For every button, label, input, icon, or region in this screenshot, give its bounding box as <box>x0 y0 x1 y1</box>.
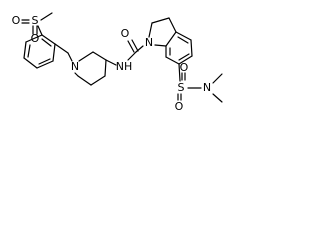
atom-s1-o-down: O <box>31 32 40 45</box>
bond-benzene-2 <box>23 41 27 59</box>
bond-pip-4 <box>90 75 106 86</box>
bond-ring-ch2 <box>54 43 69 54</box>
bond-ind-n-c7a <box>154 44 167 47</box>
atom-n-indoline: N <box>145 36 153 49</box>
bond-benzene-3 <box>23 57 38 69</box>
bond-pip-nh <box>105 59 117 66</box>
atom-carbonyl-o: O <box>121 27 130 40</box>
atom-s1-o-left: O <box>12 14 21 27</box>
atom-s2-o-up: O <box>180 61 189 74</box>
bond-nh-c <box>127 51 137 61</box>
bond-benzene-inner-2 <box>38 58 51 65</box>
bond-pip-2 <box>92 51 107 61</box>
bond-pip-6 <box>74 72 79 77</box>
atom-s2-o-down: O <box>175 100 184 113</box>
atom-n-dimethyl: N <box>203 81 211 94</box>
bond-pip-1 <box>78 51 94 62</box>
bond-ind-benz-3 <box>178 55 193 65</box>
bond-c-n <box>135 45 144 53</box>
atom-s2: S <box>178 81 185 94</box>
bond-ind-benz-4 <box>165 56 180 65</box>
bond-benzene-inner-3 <box>41 38 52 47</box>
bond-ind-n-c2 <box>148 22 153 38</box>
bond-ind-benz-1 <box>175 31 192 41</box>
bond-ch2-n <box>67 52 73 62</box>
bond-c-o-2 <box>131 39 139 52</box>
bond-ring-s2 <box>178 63 181 82</box>
bond-benzene-1 <box>25 34 43 43</box>
atom-nh: NH <box>116 60 133 73</box>
bond-ind-benz-inner-1 <box>177 36 189 44</box>
atom-labels: S O O N NH O N S O O N <box>12 14 211 113</box>
bond-ind-benz-2 <box>190 39 193 57</box>
bond-ind-benz-6 <box>165 31 177 47</box>
bond-c-o <box>127 40 135 53</box>
bond-benzene-4 <box>36 60 54 69</box>
bonds <box>21 12 223 103</box>
bond-benzene-inner-1 <box>27 44 31 58</box>
bond-ind-benz-inner-2 <box>178 53 190 61</box>
bond-pip-3 <box>104 59 107 77</box>
bond-benzene-5 <box>52 43 56 62</box>
bond-ind-c2-c3 <box>151 17 170 24</box>
chemical-structure-diagram: S O O N NH O N S O O N <box>12 12 223 113</box>
bond-s1-ring <box>37 25 43 36</box>
bond-ind-c3-c3a <box>168 17 177 33</box>
bond-benzene-6 <box>41 34 56 45</box>
bond-n-methyl-up <box>212 73 223 84</box>
bond-pip-5 <box>77 75 92 86</box>
bond-n-methyl-down <box>212 93 223 103</box>
atom-n-piperidine: N <box>71 60 79 73</box>
bond-s1-methyl <box>40 12 53 21</box>
atom-s1: S <box>32 14 39 27</box>
